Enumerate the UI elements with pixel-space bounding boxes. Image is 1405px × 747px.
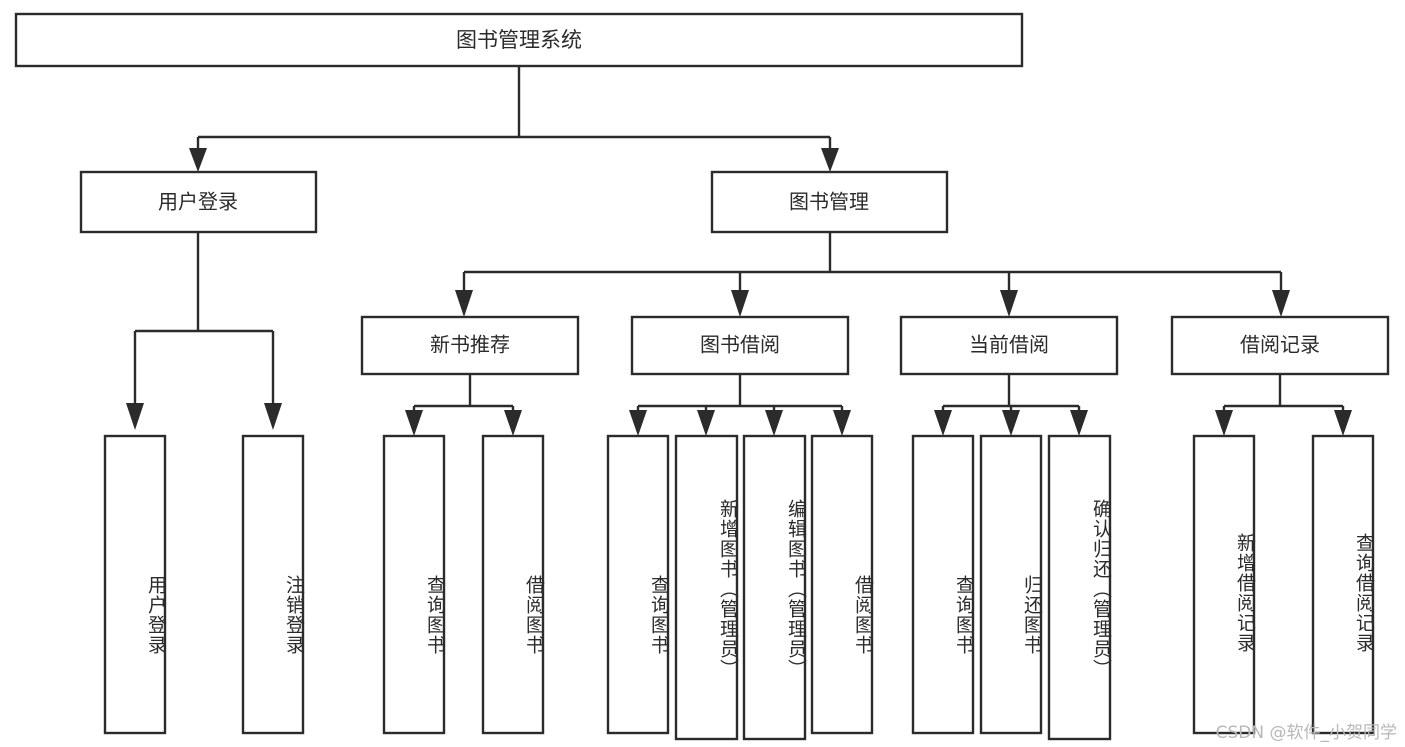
node-root[interactable]: 图书管理系统 (14, 12, 1024, 68)
arrow-to-new-book (455, 290, 473, 317)
node-new-book-recommend-label: 新书推荐 (430, 333, 510, 357)
arrow-leaf-nb-borrow (504, 410, 522, 436)
leaf-box-logout[interactable] (241, 434, 305, 735)
arrow-to-book-borrow (731, 290, 749, 317)
node-user-login[interactable]: 用户登录 (79, 170, 318, 234)
node-book-manage-label: 图书管理 (789, 190, 869, 214)
arrow-leaf-cb-confirm (1070, 410, 1088, 436)
arrow-to-user-login (189, 148, 207, 172)
arrow-to-current-borrow (1000, 290, 1018, 317)
arrow-leaf-bb-add (697, 410, 715, 436)
node-new-book-recommend[interactable]: 新书推荐 (360, 315, 580, 376)
node-book-manage-box[interactable] (710, 170, 949, 234)
leaf-box-br-query-record[interactable] (1311, 434, 1375, 735)
node-borrow-record-label: 借阅记录 (1240, 333, 1320, 357)
node-borrow-record-box[interactable] (1170, 315, 1390, 376)
arrow-to-book-manage (821, 148, 839, 172)
arrow-leaf-user-login (126, 403, 144, 430)
node-root-label: 图书管理系统 (456, 28, 582, 52)
node-current-borrow-box[interactable] (899, 315, 1119, 376)
node-book-borrow-box[interactable] (630, 315, 850, 376)
leaf-box-nb-borrow-book[interactable] (481, 434, 545, 735)
leaf-box-cb-query-book[interactable] (911, 434, 975, 735)
watermark-text: CSDN @软件_小贺同学 (1215, 723, 1397, 743)
node-current-borrow-label: 当前借阅 (969, 333, 1049, 357)
leaf-box-cb-return-book[interactable] (979, 434, 1043, 735)
node-user-login-label: 用户登录 (158, 190, 238, 214)
node-book-borrow-label: 图书借阅 (700, 333, 780, 357)
leaf-box-bb-edit-book[interactable] (742, 434, 807, 741)
leaf-box-cb-confirm-return[interactable] (1047, 434, 1112, 741)
leaf-box-bb-borrow-book[interactable] (810, 434, 874, 735)
arrow-leaf-br-query (1334, 410, 1352, 436)
node-new-book-recommend-box[interactable] (360, 315, 580, 376)
node-book-manage[interactable]: 图书管理 (710, 170, 949, 234)
node-root-box[interactable] (14, 12, 1024, 68)
arrow-leaf-nb-query (405, 410, 423, 436)
node-current-borrow[interactable]: 当前借阅 (899, 315, 1119, 376)
arrow-leaf-bb-borrow (833, 410, 851, 436)
arrow-leaf-br-add (1215, 410, 1233, 436)
arrow-leaf-logout (264, 403, 282, 430)
node-user-login-box[interactable] (79, 170, 318, 234)
leaf-box-bb-query-book[interactable] (606, 434, 670, 735)
arrow-leaf-bb-edit (765, 410, 783, 436)
leaf-box-bb-add-book[interactable] (674, 434, 739, 741)
arrow-to-borrow-record (1272, 290, 1290, 317)
node-book-borrow[interactable]: 图书借阅 (630, 315, 850, 376)
connector-group (126, 66, 1352, 436)
arrow-leaf-bb-query (629, 410, 647, 436)
leaf-box-nb-query-book[interactable] (382, 434, 446, 735)
node-borrow-record[interactable]: 借阅记录 (1170, 315, 1390, 376)
arrow-leaf-cb-query (934, 410, 952, 436)
leaf-box-user-login[interactable] (103, 434, 167, 735)
arrow-leaf-cb-return (1002, 410, 1020, 436)
leaf-box-br-add-record[interactable] (1192, 434, 1256, 735)
